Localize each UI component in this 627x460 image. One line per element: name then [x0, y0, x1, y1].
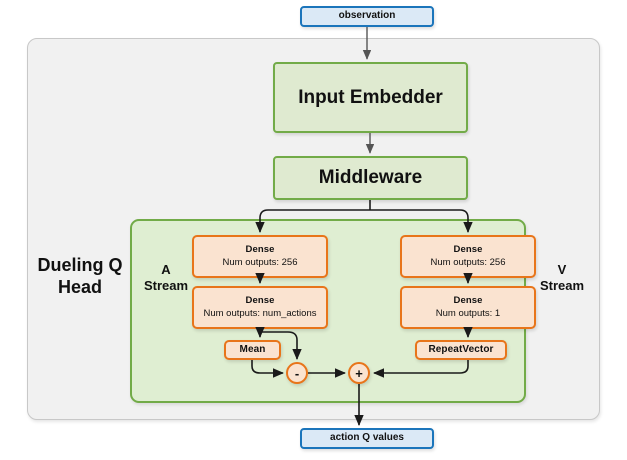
node-a-dense-num-actions-sub: Num outputs: num_actions [203, 308, 317, 319]
node-a-dense-256-sub: Num outputs: 256 [222, 257, 298, 268]
node-action-q-values[interactable]: action Q values [300, 428, 434, 449]
dueling-q-head-label: Dueling Q Head [32, 255, 128, 299]
node-repeat-vector-label: RepeatVector [428, 343, 494, 355]
node-v-dense-1[interactable]: Dense Num outputs: 1 [400, 286, 536, 329]
a-stream-label-line1: A [161, 262, 171, 277]
node-observation-label: observation [338, 10, 396, 22]
v-stream-label-line1: V [557, 262, 567, 277]
dueling-q-head-label-line2: Head [57, 276, 102, 297]
node-v-dense-256-title: Dense [453, 244, 483, 256]
node-middleware[interactable]: Middleware [273, 156, 468, 200]
node-mean-label: Mean [239, 343, 266, 355]
node-input-embedder[interactable]: Input Embedder [273, 62, 468, 133]
operator-subtract-symbol: - [294, 365, 300, 381]
operator-add-symbol: + [355, 365, 363, 381]
a-stream-label-line2: Stream [143, 277, 189, 293]
node-action-q-values-label: action Q values [330, 432, 404, 444]
node-v-dense-1-title: Dense [453, 295, 483, 307]
node-a-dense-256-title: Dense [245, 244, 275, 256]
v-stream-label: V Stream [535, 262, 589, 294]
node-repeat-vector[interactable]: RepeatVector [415, 340, 507, 360]
node-middleware-label: Middleware [318, 167, 423, 189]
dueling-q-head-label-line1: Dueling Q [37, 255, 123, 275]
node-observation[interactable]: observation [300, 6, 434, 27]
operator-add[interactable]: + [348, 362, 370, 384]
node-a-dense-num-actions-title: Dense [245, 295, 275, 307]
node-v-dense-256-sub: Num outputs: 256 [430, 257, 506, 268]
node-mean[interactable]: Mean [224, 340, 281, 360]
node-a-dense-256[interactable]: Dense Num outputs: 256 [192, 235, 328, 278]
node-v-dense-256[interactable]: Dense Num outputs: 256 [400, 235, 536, 278]
node-input-embedder-label: Input Embedder [298, 86, 443, 108]
operator-subtract[interactable]: - [286, 362, 308, 384]
v-stream-label-line2: Stream [539, 277, 585, 293]
node-a-dense-num-actions[interactable]: Dense Num outputs: num_actions [192, 286, 328, 329]
a-stream-label: A Stream [140, 262, 192, 294]
node-v-dense-1-sub: Num outputs: 1 [435, 308, 501, 319]
